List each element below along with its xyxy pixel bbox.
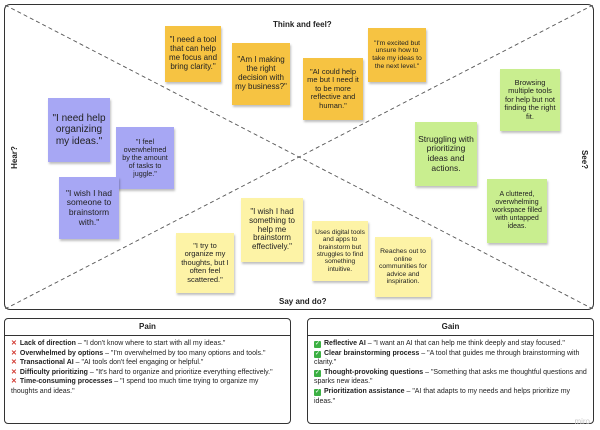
sticky-note-say-1[interactable]: "I wish I had something to help me brain…	[241, 198, 303, 262]
sticky-note-see-2[interactable]: Struggling with prioritizing ideas and a…	[415, 122, 477, 186]
quadrant-label-hear: Hear?	[9, 146, 19, 169]
empathy-map-board: Think and feel? Say and do? Hear? See? "…	[4, 4, 594, 310]
gain-panel: Gain ✓Reflective AI – "I want an AI that…	[307, 318, 594, 424]
red-x-icon: ✕	[11, 368, 17, 376]
sticky-note-see-1[interactable]: Browsing multiple tools for help but not…	[500, 69, 560, 131]
sticky-note-say-4[interactable]: Reaches out to online communities for ad…	[375, 237, 431, 297]
pain-panel: Pain ✕Lack of direction – "I don't know …	[4, 318, 291, 424]
gain-item: ✓Thought-provoking questions – "Somethin…	[314, 368, 587, 387]
gain-list: ✓Reflective AI – "I want an AI that can …	[308, 336, 593, 406]
gain-item-quote: – "A tool that guides me through brainst…	[314, 349, 580, 367]
pain-item-label: Difficulty prioritizing	[19, 368, 88, 376]
gain-item-quote: – "AI that adapts to my needs and helps …	[314, 387, 571, 405]
pain-list: ✕Lack of direction – "I don't know where…	[5, 336, 290, 397]
pain-item-quote: – "AI tools don't feel engaging or helpf…	[73, 359, 204, 367]
gain-item-label: Prioritization assistance	[324, 387, 405, 395]
sticky-note-think-1[interactable]: "I need a tool that can help me focus an…	[165, 26, 221, 82]
sticky-note-hear-1[interactable]: "I need help organizing my ideas."	[48, 98, 110, 162]
gain-item-label: Reflective AI	[324, 340, 366, 347]
sticky-note-think-4[interactable]: "I'm excited but unsure how to take my i…	[368, 28, 426, 82]
green-check-icon: ✓	[314, 388, 321, 396]
pain-item-quote: – "I'm overwhelmed by too many options a…	[103, 349, 266, 357]
pain-item: ✕Lack of direction – "I don't know where…	[11, 339, 284, 349]
sticky-note-think-2[interactable]: "Am I making the right decision with my …	[232, 43, 290, 105]
pain-item: ✕Difficulty prioritizing – "It's hard to…	[11, 368, 284, 378]
red-x-icon: ✕	[11, 349, 17, 357]
pain-item-quote: – "I spend too much time trying to organ…	[11, 378, 259, 395]
sticky-note-say-2[interactable]: "I try to organize my thoughts, but I of…	[176, 233, 234, 293]
diagonal-divider-lines	[5, 5, 593, 309]
pain-item-quote: – "It's hard to organize and prioritize …	[87, 368, 273, 376]
red-x-icon: ✕	[11, 359, 17, 367]
gain-item: ✓Clear brainstorming process – "A tool t…	[314, 349, 587, 368]
pain-panel-title: Pain	[5, 319, 290, 336]
gain-item-quote: – "I want an AI that can help me think d…	[365, 340, 565, 347]
gain-item-quote: – "Something that asks me thoughtful que…	[314, 368, 587, 386]
green-check-icon: ✓	[314, 341, 321, 348]
sticky-note-think-3[interactable]: "AI could help me but I need it to be mo…	[303, 58, 363, 120]
gain-item: ✓Prioritization assistance – "AI that ad…	[314, 387, 587, 406]
pain-item-label: Overwhelmed by options	[19, 349, 104, 357]
quadrant-label-think-feel: Think and feel?	[273, 20, 332, 29]
green-check-icon: ✓	[314, 369, 321, 377]
pain-item: ✕Time-consuming processes – "I spend too…	[11, 377, 284, 396]
red-x-icon: ✕	[11, 378, 17, 386]
pain-item-label: Lack of direction	[19, 340, 76, 347]
pain-item-quote: – "I don't know where to start with all …	[75, 340, 226, 347]
pain-item-label: Transactional AI	[19, 359, 74, 367]
green-check-icon: ✓	[314, 350, 321, 358]
gain-item-label: Clear brainstorming process	[324, 349, 420, 357]
sticky-note-see-3[interactable]: A cluttered, overwhelming workspace fill…	[487, 179, 547, 243]
gain-panel-title: Gain	[308, 319, 593, 336]
sticky-note-hear-3[interactable]: "I wish I had someone to brainstorm with…	[59, 177, 119, 239]
quadrant-label-say-do: Say and do?	[279, 297, 327, 306]
pain-item: ✕Transactional AI – "AI tools don't feel…	[11, 358, 284, 368]
gain-item: ✓Reflective AI – "I want an AI that can …	[314, 339, 587, 349]
quadrant-label-see: See?	[580, 149, 590, 170]
red-x-icon: ✕	[11, 340, 17, 347]
pain-item: ✕Overwhelmed by options – "I'm overwhelm…	[11, 349, 284, 359]
pain-item-label: Time-consuming processes	[19, 378, 113, 386]
miro-watermark: miro	[574, 417, 590, 426]
gain-item-label: Thought-provoking questions	[324, 368, 424, 376]
sticky-note-say-3[interactable]: Uses digital tools and apps to brainstor…	[312, 221, 368, 281]
sticky-note-hear-2[interactable]: "I feel overwhelmed by the amount of tas…	[116, 127, 174, 189]
